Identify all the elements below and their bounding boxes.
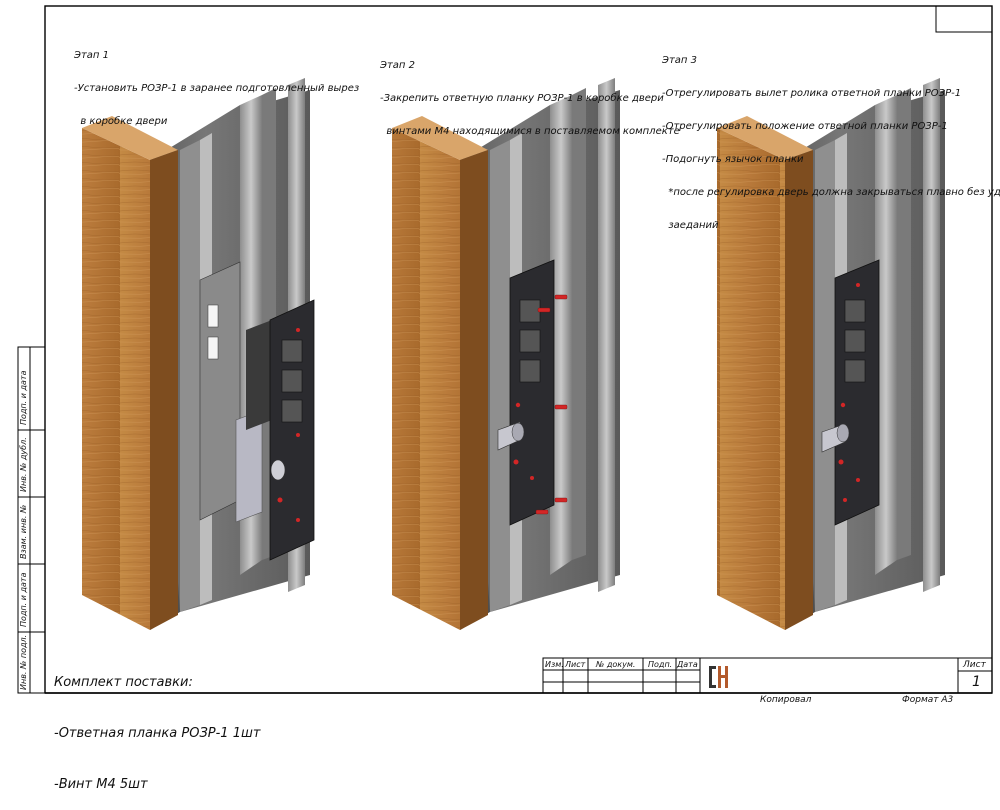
title-block	[542, 657, 993, 694]
tb-sheet-label: Лист	[963, 660, 986, 670]
tb-format: Формат А3	[902, 695, 954, 705]
stage-3-line-3: -Подогнуть язычок планки	[662, 154, 804, 165]
tb-copied: Копировал	[760, 695, 812, 705]
technical-drawing	[17, 5, 993, 694]
side-strip	[17, 346, 46, 694]
kit-list: Комплект поставки: -Ответная планка РОЗР…	[54, 640, 260, 810]
stage-2-line-2: винтами М4 находящимися в поставляемом к…	[380, 126, 680, 137]
kit-item-2: -Винт М4 5шт	[54, 777, 148, 792]
stage-1-line-2: в коробке двери	[74, 116, 168, 127]
side-label-2: Инв. № дубл.	[19, 437, 28, 492]
stage-3-notes: Этап 3 -Отрегулировать вылет ролика отве…	[662, 33, 1000, 242]
stage-1-title: Этап 1	[74, 50, 110, 61]
tb-col-doc: № докум.	[596, 660, 636, 669]
stage-3-line-5: заеданий	[662, 220, 719, 231]
stage-1-line-1: -Установить РОЗР-1 в заранее подготовлен…	[74, 83, 360, 94]
kit-title: Комплект поставки:	[54, 675, 193, 690]
kit-item-1: -Ответная планка РОЗР-1 1шт	[54, 726, 261, 741]
side-label-4: Подп. и дата	[19, 572, 28, 628]
stage-2-notes: Этап 2 -Закрепить ответную планку РОЗР-1…	[380, 38, 680, 148]
stage-3-line-2: -Отрегулировать положение ответной планк…	[662, 121, 948, 132]
stage-3-line-1: -Отрегулировать вылет ролика ответной пл…	[662, 88, 962, 99]
stage-2-line-1: -Закрепить ответную планку РОЗР-1 в коро…	[380, 93, 664, 104]
tb-col-sign: Подп.	[648, 660, 673, 669]
company-logo	[709, 666, 728, 688]
assembly-stage-1	[82, 78, 315, 630]
stage-3-line-4: *после регулировка дверь должна закрыват…	[662, 187, 1000, 198]
tb-sheet-number: 1	[972, 674, 981, 690]
assembly-stage-3	[717, 78, 945, 630]
stage-1-notes: Этап 1 -Установить РОЗР-1 в заранее подг…	[74, 28, 359, 138]
tb-col-izm: Изм.	[545, 660, 564, 669]
assembly-stage-2	[392, 78, 620, 630]
tb-col-date: Дата	[677, 660, 698, 669]
tb-col-list: Лист	[565, 660, 586, 669]
stage-2-title: Этап 2	[380, 60, 416, 71]
side-label-3: Взам. инв. №	[19, 504, 28, 559]
screws	[535, 294, 568, 515]
side-label-1: Подп. и дата	[19, 370, 28, 426]
stage-3-title: Этап 3	[662, 55, 698, 66]
side-label-5: Инв. № подл.	[19, 634, 28, 690]
